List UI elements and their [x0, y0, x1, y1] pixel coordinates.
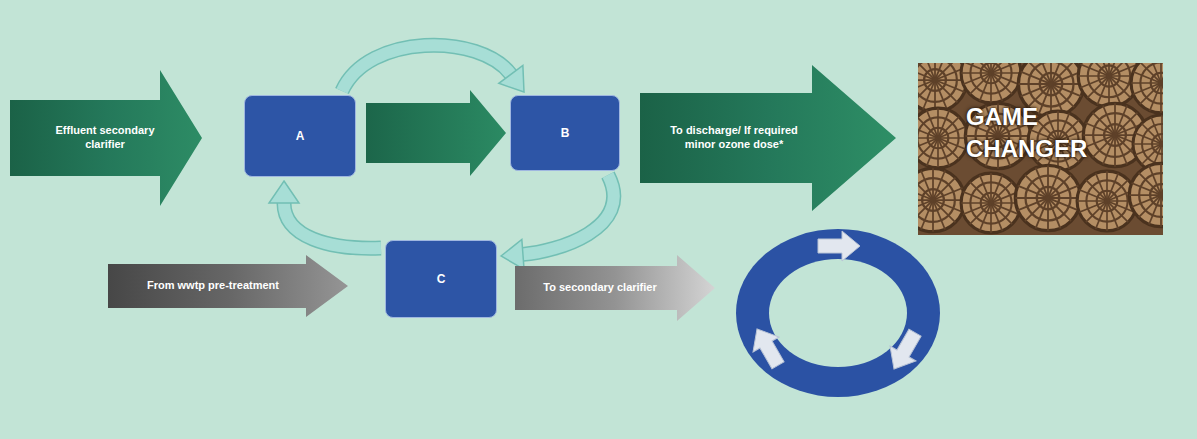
arrow-label: From wwtp pre-treatment [120, 279, 306, 293]
disc [1015, 165, 1080, 230]
arrow-body [10, 70, 202, 206]
cycle-ring [736, 229, 940, 397]
recycle-arrow-outline [342, 45, 511, 91]
recycle-arrow [501, 175, 614, 269]
box-letter: B [561, 126, 570, 141]
photo-panel: GAME CHANGER [918, 63, 1163, 235]
recycle-arrow-body [284, 203, 381, 248]
disc [918, 108, 968, 168]
recycle-arrow [269, 181, 381, 248]
arrow-body [515, 255, 715, 321]
process-box: A [244, 95, 356, 177]
arrowhead [269, 181, 299, 203]
disc [1131, 63, 1163, 113]
disc [918, 63, 967, 112]
ring-inner [769, 259, 907, 367]
arrow-body [640, 65, 896, 211]
flow-arrow-body [366, 90, 506, 176]
box-letter: A [296, 129, 305, 144]
headline-text: GAME CHANGER [966, 101, 1106, 166]
recycle-arrow-outline [284, 203, 381, 248]
ring-arrow [744, 321, 791, 372]
recycle-arrow-body [523, 175, 614, 254]
arrowhead [499, 65, 524, 92]
arrow-label: To discharge/ If required minor ozone do… [654, 124, 814, 152]
input-arrow: From wwtp pre-treatment [108, 255, 348, 317]
output-arrow: To secondary clarifier [515, 255, 715, 321]
recycle-arrow-body [342, 45, 511, 91]
recycle-arrow-outline [523, 175, 614, 254]
flow-arrow [366, 90, 506, 176]
process-box: B [510, 95, 620, 171]
recycle-arrow [342, 45, 524, 92]
output-arrow: To discharge/ If required minor ozone do… [640, 65, 896, 211]
disc [918, 168, 965, 231]
arrow-body [108, 255, 348, 317]
process-box: C [385, 240, 497, 318]
ring-arrow [881, 325, 928, 376]
arrowhead [501, 239, 524, 269]
disc [961, 63, 1021, 103]
box-letter: C [437, 272, 446, 287]
disc [1129, 163, 1163, 226]
arrow-label: Effluent secondary clarifier [46, 124, 164, 152]
photo-illustration [918, 63, 1163, 235]
ring-arrow [818, 231, 860, 261]
disc [961, 173, 1021, 233]
input-arrow: Effluent secondary clarifier [10, 70, 202, 206]
disc [1077, 171, 1137, 231]
arrow-label: To secondary clarifier [525, 281, 675, 295]
ring-outer [736, 229, 940, 397]
